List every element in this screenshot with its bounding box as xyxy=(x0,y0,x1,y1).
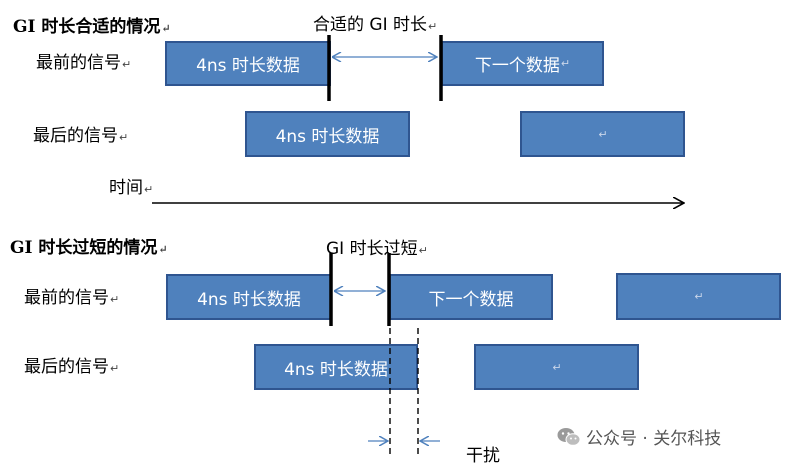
paragraph-mark: ↵ xyxy=(428,20,438,33)
wechat-icon xyxy=(557,427,581,446)
appropriate-gi-label: 合适的 GI 时长 xyxy=(313,15,427,35)
section1-late-next-box: ↵ xyxy=(520,111,685,157)
late-signal-text: 最后的信号 xyxy=(33,126,118,146)
section1-annotation: 合适的 GI 时长↵ xyxy=(313,10,437,35)
section1-early-signal-label: 最前的信号↵ xyxy=(36,48,131,73)
next-data-box-label: 下一个数据 xyxy=(474,56,560,76)
data-box-label: 4ns 时长数据 xyxy=(284,359,388,380)
watermark-text: 公众号 · 关尔科技 xyxy=(586,429,722,449)
section2-early-third-box: ↵ xyxy=(616,273,781,320)
section2-late-signal-label: 最后的信号↵ xyxy=(24,352,119,377)
next-data-box-label: 下一个数据 xyxy=(428,289,514,310)
time-label-text: 时间 xyxy=(109,178,143,198)
section2-early-data-box: 4ns 时长数据 xyxy=(166,274,332,320)
paragraph-mark: ↵ xyxy=(110,362,120,375)
section2-early-signal-label: 最前的信号↵ xyxy=(24,283,119,308)
late-signal-text: 最后的信号 xyxy=(24,357,109,377)
section2-title: GI 时长过短的情况↵ xyxy=(10,233,168,258)
paragraph-mark: ↵ xyxy=(418,244,428,257)
paragraph-mark: ↵ xyxy=(552,360,562,374)
interference-text: 干扰 xyxy=(466,446,500,466)
data-box-label: 4ns 时长数据 xyxy=(275,126,380,147)
paragraph-mark: ↵ xyxy=(560,57,571,70)
section1-late-data-box: 4ns 时长数据 xyxy=(245,111,410,157)
early-signal-text: 最前的信号 xyxy=(24,288,109,308)
section1-title: GI 时长合适的情况↵ xyxy=(13,12,171,37)
section1-late-signal-label: 最后的信号↵ xyxy=(33,121,128,146)
section2-title-text: GI 时长过短的情况 xyxy=(10,238,158,258)
paragraph-mark: ↵ xyxy=(158,243,168,256)
paragraph-mark: ↵ xyxy=(122,58,132,71)
section2-early-next-data-box: 下一个数据 xyxy=(389,274,553,320)
paragraph-mark: ↵ xyxy=(110,293,120,306)
paragraph-mark: ↵ xyxy=(144,183,154,196)
section1-early-next-data-box: 下一个数据↵ xyxy=(441,41,604,86)
data-box-label: 4ns 时长数据 xyxy=(196,56,300,76)
time-label: 时间↵ xyxy=(109,173,153,198)
interference-label: 干扰 xyxy=(466,441,500,466)
early-signal-text: 最前的信号 xyxy=(36,53,121,73)
data-box-label: 4ns 时长数据 xyxy=(197,289,301,310)
paragraph-mark: ↵ xyxy=(161,22,171,35)
paragraph-mark: ↵ xyxy=(598,127,608,141)
paragraph-mark: ↵ xyxy=(694,290,704,303)
section1-early-data-box: 4ns 时长数据 xyxy=(165,41,331,86)
short-gi-label: GI 时长过短 xyxy=(326,239,418,259)
section1-title-text: GI 时长合适的情况 xyxy=(13,17,161,37)
section2-late-next-box: ↵ xyxy=(474,344,639,390)
section2-annotation: GI 时长过短↵ xyxy=(326,234,428,259)
watermark: 公众号 · 关尔科技 xyxy=(557,424,721,449)
paragraph-mark: ↵ xyxy=(119,131,129,144)
